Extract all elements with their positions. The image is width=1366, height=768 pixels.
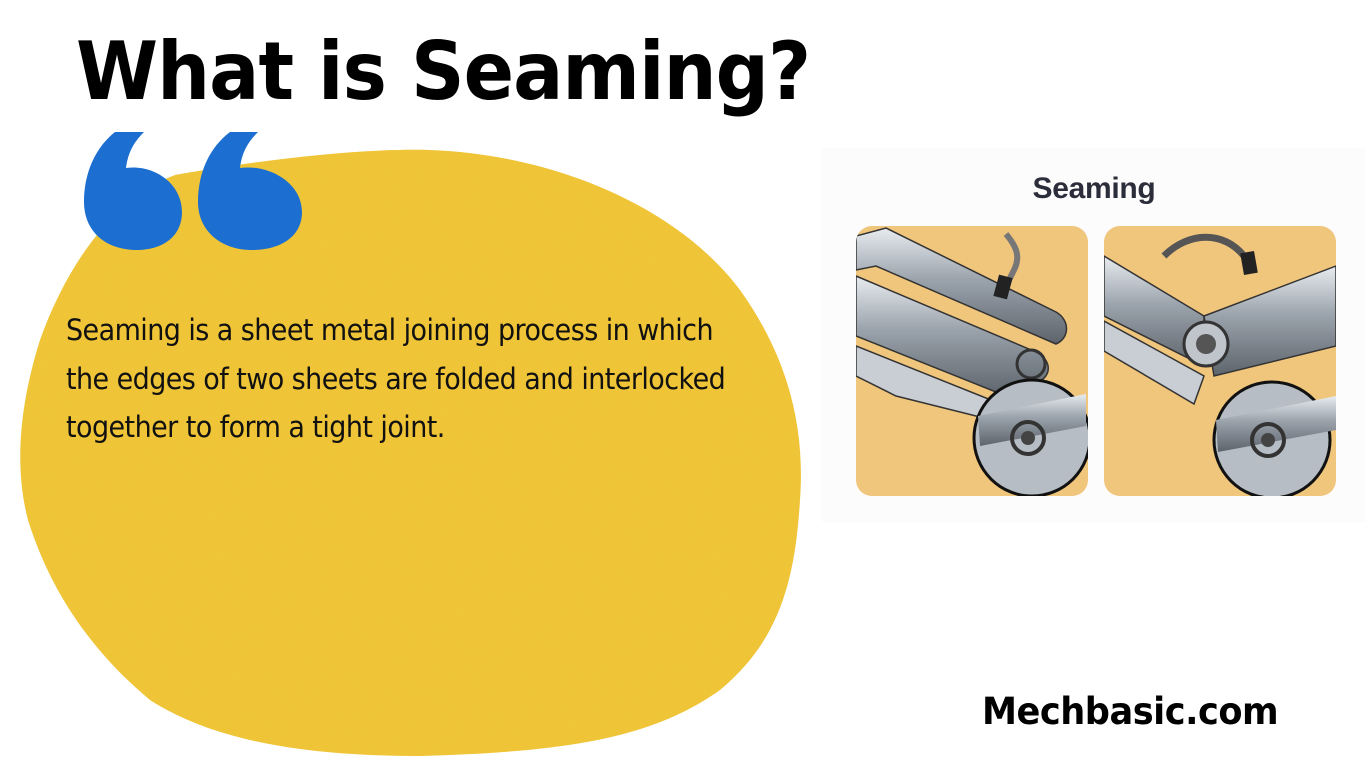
interlocked-step-panel (1104, 226, 1336, 496)
seaming-illustration: Seaming (822, 148, 1366, 522)
quote-open-icon (84, 132, 302, 250)
folded-sheets-icon (856, 227, 1088, 496)
definition-text: Seaming is a sheet metal joining process… (66, 313, 726, 444)
yellow-blob-background (20, 149, 801, 757)
folding-step-panel (856, 226, 1088, 496)
interlocked-seam-icon (1104, 233, 1336, 496)
brand-footer: Mechbasic.com (982, 690, 1279, 733)
page-title: What is Seaming? (76, 25, 811, 118)
figure-title: Seaming (1032, 172, 1156, 205)
